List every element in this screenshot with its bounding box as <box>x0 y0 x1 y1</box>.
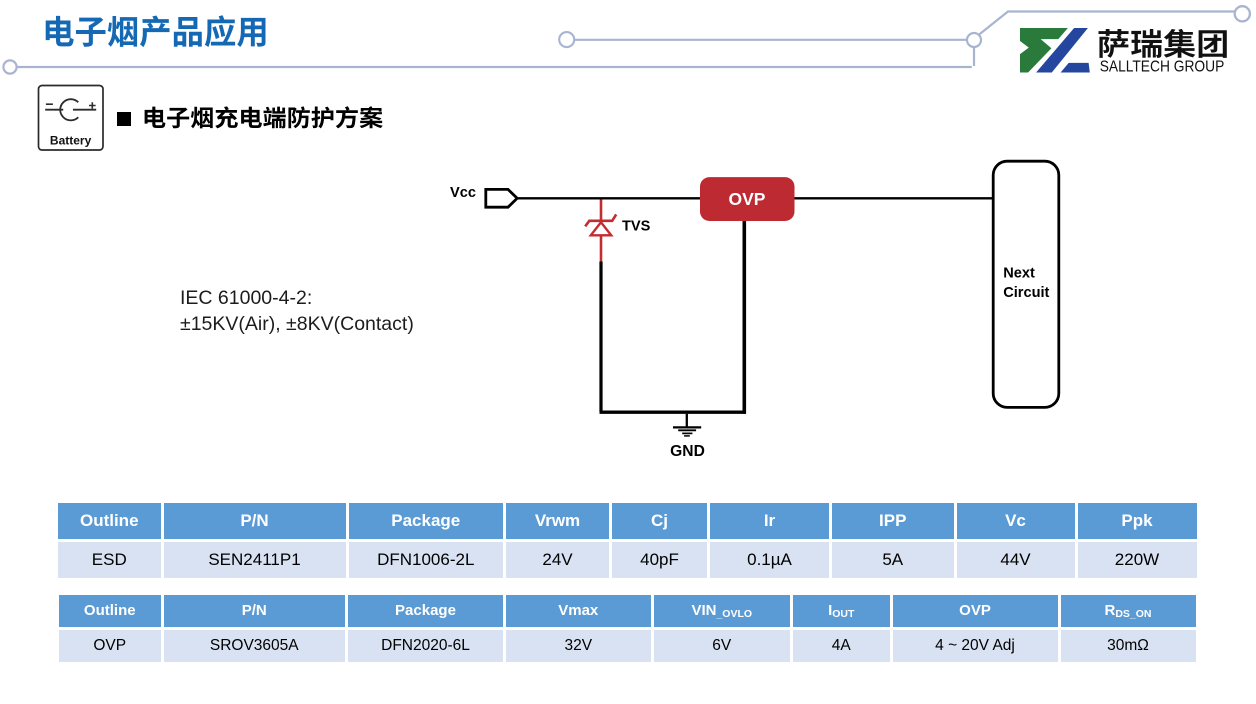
svg-text:OVP: OVP <box>729 189 766 209</box>
svg-text:GND: GND <box>670 443 705 460</box>
svg-text:TVS: TVS <box>622 219 651 235</box>
svg-text:Circuit: Circuit <box>1003 285 1049 301</box>
svg-text:SALLTECH GROUP: SALLTECH GROUP <box>1100 59 1225 76</box>
svg-text:Vcc: Vcc <box>450 185 476 201</box>
svg-text:Next: Next <box>1003 266 1035 282</box>
svg-text:Battery: Battery <box>50 133 92 147</box>
